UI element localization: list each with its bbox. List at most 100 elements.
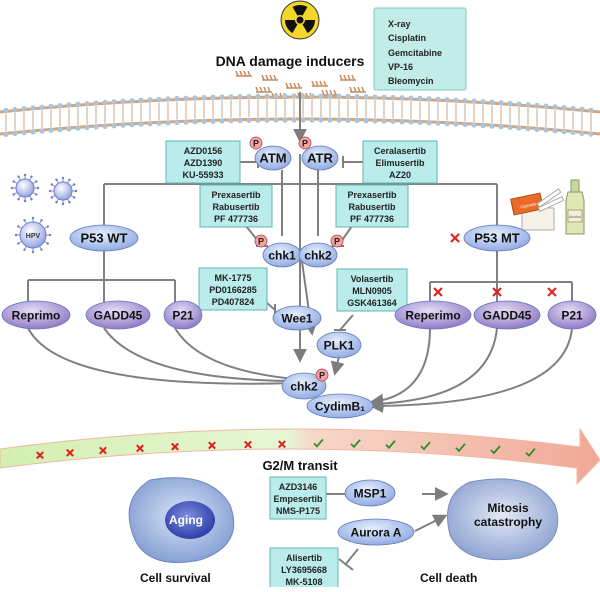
node-shape <box>69 224 139 252</box>
node-chk2_bottom: chk2 <box>281 372 327 400</box>
dna-rung <box>235 70 239 77</box>
dna-rung <box>263 86 267 93</box>
dna-rung <box>297 82 301 89</box>
virus-spike-tip <box>17 225 20 228</box>
connector <box>339 314 354 331</box>
dna-rung <box>255 86 259 93</box>
virus-spike-tip <box>61 202 65 206</box>
virus-spike-tip <box>50 183 53 186</box>
lipid-head <box>390 94 396 101</box>
node-label: Wee1 <box>281 311 312 325</box>
inducer-item: X-ray <box>388 19 411 29</box>
lipid-head <box>426 96 432 102</box>
dna-rung <box>333 89 337 96</box>
lipid-head <box>291 93 297 99</box>
dna-rung <box>315 80 319 87</box>
check-mark <box>420 441 431 451</box>
phospho-label: P <box>258 237 264 247</box>
node-atr: ATR <box>301 145 339 171</box>
cross-mark <box>244 440 252 449</box>
mitosis-label-line1: Mitosis <box>487 501 529 515</box>
lipid-head <box>588 107 594 113</box>
virus-spike-tip <box>68 201 71 204</box>
inhibitor-box-bg <box>269 476 327 520</box>
node-label: Reperimo <box>405 308 460 322</box>
cross-mark <box>99 446 107 455</box>
node-label: chk2 <box>290 379 318 393</box>
node-label: MSP1 <box>354 486 387 500</box>
lipid-head <box>129 122 135 128</box>
node-label: chk2 <box>304 248 332 262</box>
node-reprimo: Reprimo <box>1 300 71 330</box>
dna-rung <box>323 80 327 87</box>
mitosis-label-line2: catastrophy <box>474 515 542 529</box>
lipid-head <box>156 96 162 102</box>
check-mark <box>455 443 466 453</box>
lipid-head <box>246 117 252 124</box>
diagram-title: DNA damage inducers <box>216 53 365 69</box>
virus-spike-tip <box>35 193 38 196</box>
inhibitor-box-bg <box>165 140 241 184</box>
cigarette-label: Cigarette <box>520 201 538 209</box>
lipid-head <box>66 102 72 108</box>
lipid-head <box>462 121 468 128</box>
lipid-head <box>417 95 423 101</box>
lipid-head <box>237 94 243 100</box>
cross-mark <box>36 451 44 460</box>
lipid-head <box>345 93 351 99</box>
node-p21_right: P21 <box>547 300 597 330</box>
node-label: Reprimo <box>12 308 61 322</box>
dna-rung <box>269 74 273 81</box>
virus-spike-tip <box>73 196 76 199</box>
virus-spike-tip <box>55 201 58 204</box>
node-label: GADD45 <box>483 308 532 322</box>
node-shape <box>547 300 597 330</box>
virus-spike-tip <box>73 183 76 186</box>
node-shape <box>473 300 541 330</box>
virus-spike-tip <box>23 173 27 177</box>
node-label: PLK1 <box>324 338 355 352</box>
inhibitor-name: Prexasertib <box>211 190 261 200</box>
inhibitor-box-bg <box>335 184 409 228</box>
cross-mark <box>492 287 502 297</box>
lipid-head <box>84 100 90 107</box>
lipid-head <box>453 97 459 103</box>
node-shape <box>337 518 415 546</box>
dna-rung <box>285 82 289 89</box>
inducer-item: Bleomycin <box>388 76 434 86</box>
lipid-head <box>372 118 378 124</box>
lipid-head <box>138 97 144 103</box>
bottle-icon: Alcohol <box>565 179 585 235</box>
lipid-head <box>48 127 54 133</box>
inhibitor-name: PF 477736 <box>214 214 258 224</box>
inhibitor-box-bg <box>336 268 408 312</box>
inhibitor-name: PD0166285 <box>209 285 257 295</box>
dna-rung <box>319 80 323 87</box>
node-label: CydimB₁ <box>315 399 365 413</box>
cell-survival-label: Cell survival <box>140 571 211 585</box>
phospho-marker: P <box>254 234 268 248</box>
lipid-head <box>111 99 117 105</box>
inducer-item: Cisplatin <box>388 33 426 43</box>
virus-spike-tip <box>30 175 33 178</box>
lipid-head <box>120 122 126 128</box>
virus-spike-tip <box>31 216 35 220</box>
connector <box>174 327 296 380</box>
lipid-head <box>39 128 45 134</box>
inhibitor-name: MK-5108 <box>285 577 322 587</box>
cell-death-label: Cell death <box>420 571 477 585</box>
virus-spike-tip <box>48 233 52 237</box>
mitosis-cell: Mitosis catastrophy <box>447 478 559 561</box>
inhibitor-name: LY3695668 <box>281 565 327 575</box>
phospho-marker: P <box>315 368 329 382</box>
lipid-head <box>75 125 81 131</box>
lipid-head <box>165 120 171 126</box>
lipid-head <box>507 124 513 130</box>
inhibitor-name: AZD3146 <box>279 482 318 492</box>
node-shape <box>463 224 531 252</box>
lipid-head <box>273 93 279 99</box>
